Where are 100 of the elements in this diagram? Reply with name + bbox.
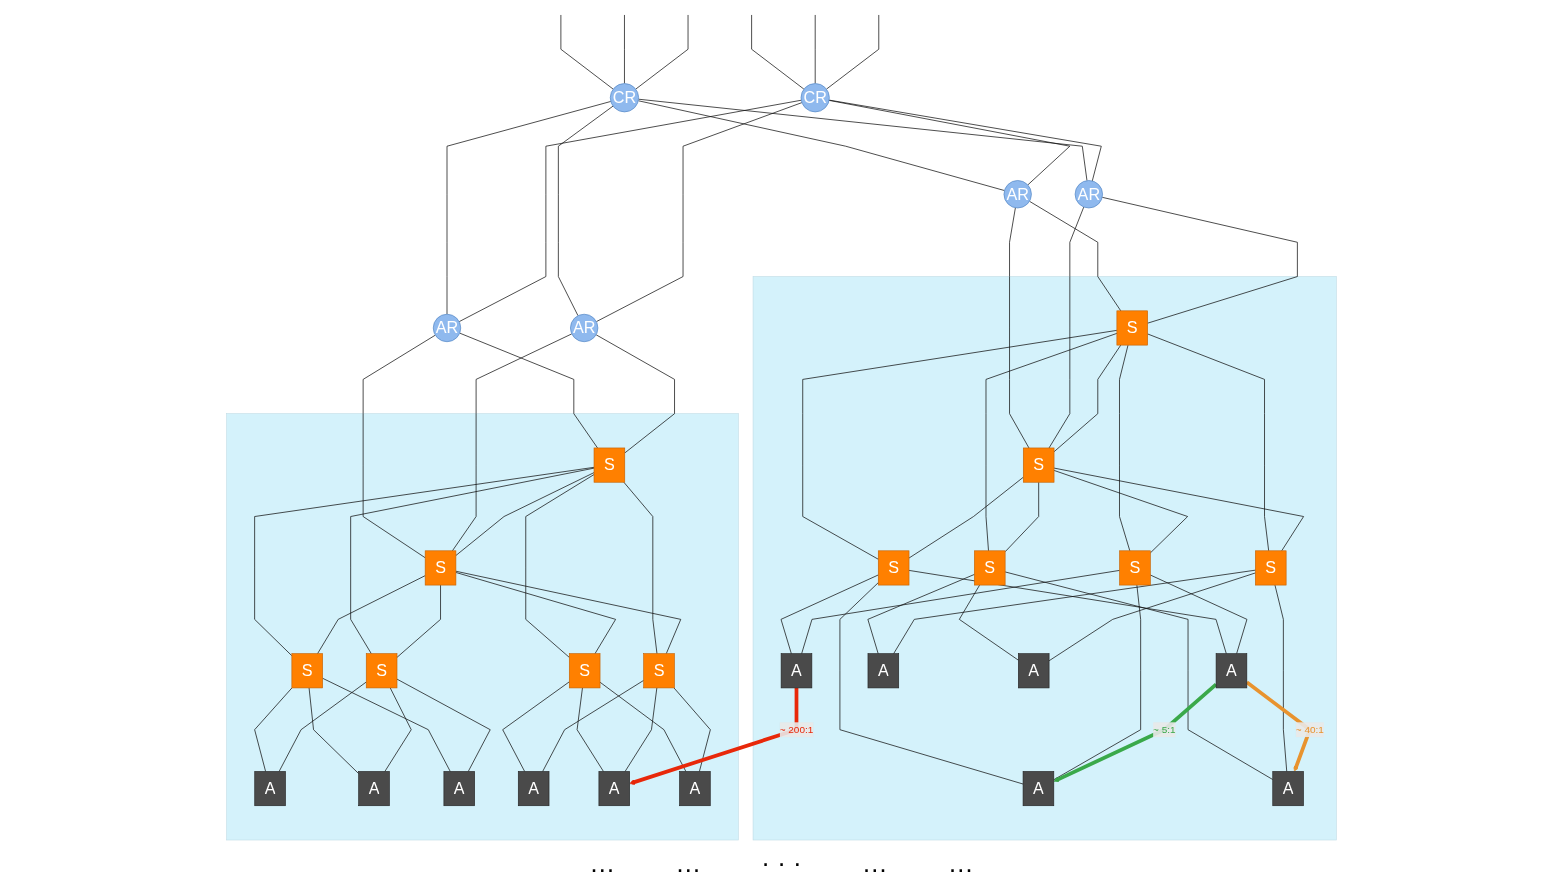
connector bbox=[985, 333, 1118, 552]
node-circle: AR bbox=[570, 313, 599, 343]
connector bbox=[459, 332, 598, 449]
connector bbox=[623, 481, 658, 655]
node-box: A bbox=[1272, 771, 1304, 807]
connector bbox=[635, 14, 689, 90]
connector bbox=[396, 584, 441, 658]
node-box: S bbox=[877, 550, 910, 586]
node-box: S bbox=[1116, 310, 1148, 346]
connector bbox=[278, 681, 367, 772]
ellipsis-label: … bbox=[947, 848, 974, 880]
node-circle: AR bbox=[1003, 180, 1032, 209]
node-box: A bbox=[358, 771, 390, 807]
node-box: S bbox=[593, 447, 626, 483]
connector bbox=[958, 584, 1019, 661]
connector bbox=[867, 574, 975, 655]
node-box: S bbox=[643, 653, 675, 689]
connector bbox=[362, 334, 436, 559]
cluster bbox=[226, 413, 739, 841]
connector bbox=[455, 472, 595, 556]
connector bbox=[1053, 584, 1142, 781]
connector bbox=[1274, 584, 1288, 772]
node-box: S bbox=[365, 653, 398, 689]
connector bbox=[1149, 574, 1248, 655]
connector bbox=[452, 333, 573, 552]
node-box: A bbox=[598, 771, 630, 807]
connector bbox=[595, 334, 675, 454]
connector bbox=[599, 681, 687, 772]
connector bbox=[1053, 470, 1189, 554]
node-box: S bbox=[424, 550, 457, 586]
arrow bbox=[629, 687, 799, 785]
node-box: A bbox=[679, 771, 711, 807]
connector bbox=[1119, 344, 1131, 552]
edge-label: ~ 40:1 bbox=[1295, 724, 1324, 735]
connector bbox=[1004, 481, 1040, 553]
node-box: A bbox=[1022, 771, 1055, 807]
ellipsis-label: · · · bbox=[761, 848, 802, 880]
node-box: A bbox=[867, 653, 900, 689]
connector bbox=[637, 100, 1005, 191]
edge-label: ~ 200:1 bbox=[779, 724, 814, 735]
cluster bbox=[752, 276, 1337, 841]
ellipsis-label: … bbox=[675, 848, 702, 880]
connector bbox=[1029, 200, 1122, 312]
connector bbox=[502, 681, 570, 772]
connector bbox=[525, 474, 595, 658]
connector bbox=[1009, 207, 1030, 449]
connector bbox=[1147, 333, 1270, 552]
connector bbox=[308, 687, 360, 774]
ellipsis-label: … bbox=[589, 848, 616, 880]
connector bbox=[350, 467, 595, 655]
connector bbox=[1053, 344, 1122, 453]
node-circle: AR bbox=[1074, 180, 1103, 209]
connector bbox=[801, 570, 1120, 655]
node-box: A bbox=[254, 771, 286, 807]
connector bbox=[384, 687, 412, 772]
node-box: A bbox=[517, 771, 550, 807]
connector bbox=[1053, 467, 1304, 552]
node-box: A bbox=[1215, 653, 1248, 689]
connector bbox=[317, 575, 426, 655]
ellipsis-label: … bbox=[861, 848, 888, 880]
connector bbox=[446, 101, 612, 315]
node-box: S bbox=[1119, 550, 1151, 586]
connector bbox=[1004, 571, 1274, 780]
connector bbox=[560, 14, 614, 90]
connector bbox=[455, 570, 682, 655]
connector bbox=[254, 466, 595, 657]
connector bbox=[576, 687, 604, 772]
node-box: A bbox=[780, 653, 813, 689]
connector bbox=[1048, 572, 1256, 662]
connector bbox=[596, 102, 803, 322]
connector bbox=[638, 98, 1088, 181]
node-box: S bbox=[974, 550, 1006, 586]
connector bbox=[455, 572, 616, 655]
arrow bbox=[1053, 682, 1218, 783]
connector bbox=[828, 99, 1102, 182]
connector bbox=[751, 14, 805, 90]
connector bbox=[624, 14, 625, 84]
connector bbox=[908, 476, 1024, 559]
connector bbox=[839, 582, 1024, 785]
connector bbox=[458, 99, 802, 322]
node-box: A bbox=[443, 771, 475, 807]
connector bbox=[396, 678, 491, 772]
node-circle: CR bbox=[609, 83, 639, 113]
node-circle: AR bbox=[432, 313, 462, 343]
connector bbox=[780, 574, 879, 655]
connector bbox=[542, 680, 645, 772]
connector bbox=[624, 687, 658, 772]
node-box: A bbox=[1018, 653, 1050, 689]
node-box: S bbox=[1255, 550, 1287, 586]
connector bbox=[826, 14, 880, 90]
node-box: S bbox=[569, 653, 601, 689]
connector bbox=[1048, 206, 1085, 449]
connector bbox=[673, 687, 711, 772]
node-box: S bbox=[1023, 447, 1055, 483]
connector bbox=[557, 105, 614, 317]
node-box: S bbox=[291, 653, 323, 689]
edge-label: ~ 5:1 bbox=[1153, 724, 1176, 735]
node-circle: CR bbox=[800, 83, 830, 113]
connector bbox=[802, 330, 1118, 560]
connector bbox=[254, 687, 293, 772]
